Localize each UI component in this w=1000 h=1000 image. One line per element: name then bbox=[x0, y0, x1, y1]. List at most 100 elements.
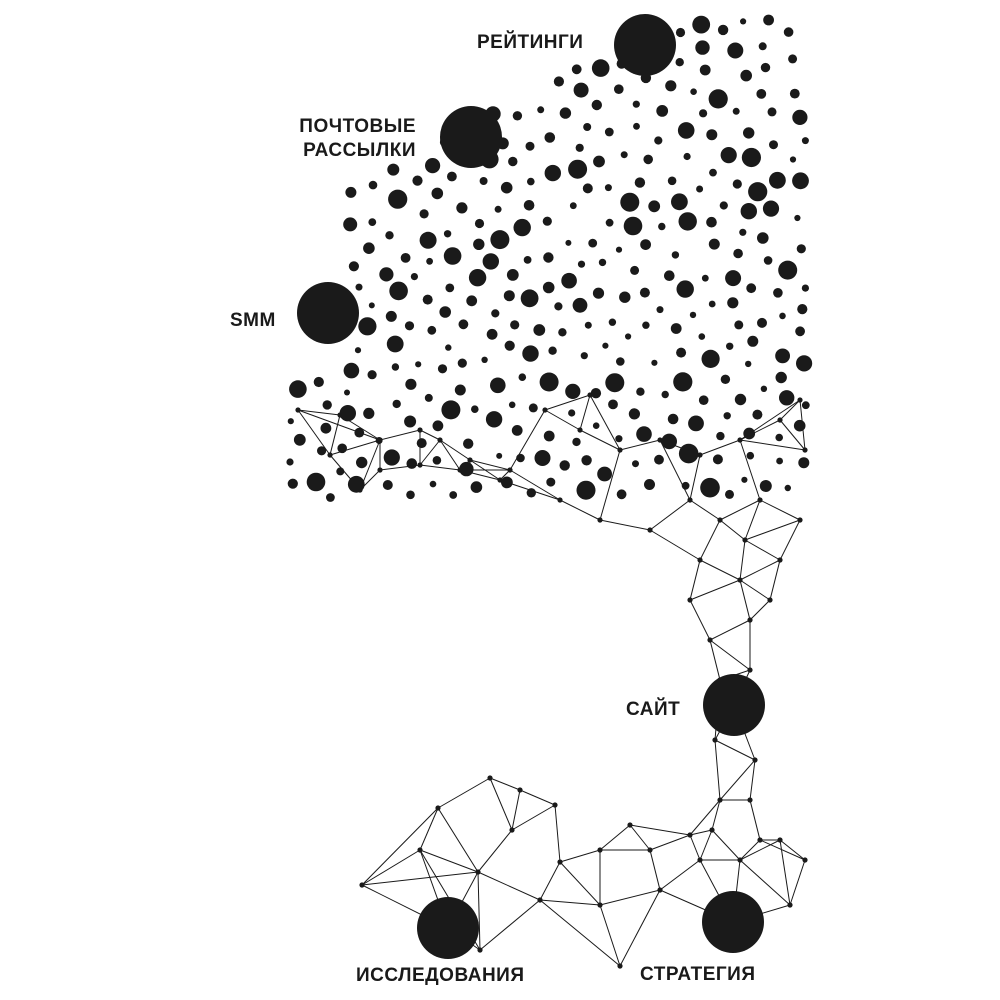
canopy-dot bbox=[697, 452, 703, 458]
canopy-dot bbox=[490, 377, 506, 394]
canopy-dot bbox=[466, 295, 478, 307]
canopy-dot bbox=[796, 355, 813, 372]
canopy-dot bbox=[501, 476, 513, 489]
canopy-dot bbox=[286, 458, 294, 466]
canopy-dot bbox=[683, 152, 691, 161]
network-edge bbox=[711, 829, 741, 861]
canopy-dot bbox=[763, 256, 773, 265]
canopy-dot bbox=[482, 253, 499, 270]
canopy-dot bbox=[358, 317, 377, 336]
canopy-dot bbox=[322, 400, 332, 410]
canopy-dot bbox=[389, 281, 408, 301]
strategy-label: СТРАТЕГИЯ bbox=[640, 964, 756, 985]
canopy-dot bbox=[743, 127, 755, 139]
canopy-dot bbox=[367, 370, 377, 380]
canopy-dot bbox=[709, 827, 715, 833]
canopy-dot bbox=[661, 433, 677, 450]
network-edge bbox=[544, 409, 581, 431]
network-edge bbox=[439, 439, 471, 461]
canopy-dot bbox=[797, 397, 803, 403]
network-edge bbox=[689, 799, 721, 836]
canopy-dot bbox=[516, 453, 525, 463]
canopy-dot bbox=[740, 203, 757, 220]
canopy-dot bbox=[783, 27, 794, 37]
canopy-dot bbox=[633, 122, 640, 130]
canopy-dot bbox=[757, 497, 763, 503]
mailings-node bbox=[440, 106, 502, 168]
canopy-dot bbox=[356, 456, 368, 469]
network-edge bbox=[769, 559, 781, 601]
canopy-dot bbox=[695, 40, 710, 55]
network-edge bbox=[629, 824, 651, 851]
network-edge bbox=[739, 839, 761, 861]
network-edge bbox=[509, 469, 561, 501]
canopy-dot bbox=[634, 177, 646, 188]
network-edge bbox=[479, 899, 541, 951]
network-edge bbox=[419, 849, 479, 873]
canopy-dot bbox=[580, 352, 588, 360]
canopy-dot bbox=[571, 64, 582, 75]
canopy-dot bbox=[417, 847, 423, 853]
canopy-dot bbox=[517, 787, 523, 793]
canopy-dot bbox=[699, 64, 711, 76]
canopy-dot bbox=[339, 405, 356, 422]
canopy-dot bbox=[630, 265, 640, 275]
canopy-dot bbox=[386, 335, 404, 353]
network-edge bbox=[379, 429, 421, 441]
canopy-dot bbox=[775, 371, 787, 384]
canopy-dot bbox=[526, 488, 536, 498]
canopy-dot bbox=[557, 859, 563, 865]
canopy-dot bbox=[614, 84, 624, 94]
network-edge bbox=[579, 394, 591, 431]
canopy-dot bbox=[558, 328, 567, 337]
canopy-dot bbox=[732, 179, 742, 189]
canopy-dot bbox=[468, 269, 487, 287]
canopy-dot bbox=[632, 460, 639, 468]
network-edge bbox=[361, 807, 439, 886]
canopy-dot bbox=[512, 111, 523, 121]
canopy-dot bbox=[437, 437, 443, 443]
canopy-dot bbox=[542, 407, 548, 413]
network-edge bbox=[739, 839, 781, 861]
smm-node bbox=[297, 282, 359, 344]
canopy-dot bbox=[481, 356, 488, 363]
canopy-dot bbox=[503, 290, 515, 302]
network-edge bbox=[649, 849, 661, 891]
canopy-dot bbox=[801, 401, 810, 410]
network-edge bbox=[619, 439, 661, 451]
canopy-dot bbox=[763, 14, 774, 26]
network-edge bbox=[489, 777, 513, 831]
canopy-dot bbox=[608, 399, 618, 410]
network-edge bbox=[439, 439, 461, 471]
canopy-dot bbox=[391, 363, 400, 371]
ratings-label: РЕЙТИНГИ bbox=[477, 32, 584, 53]
canopy-dot bbox=[605, 218, 614, 227]
canopy-dot bbox=[561, 272, 577, 289]
canopy-dot bbox=[604, 184, 612, 192]
canopy-dot bbox=[617, 963, 623, 969]
canopy-dot bbox=[604, 127, 614, 137]
network-edge bbox=[511, 789, 521, 831]
canopy-dot bbox=[406, 490, 415, 500]
canopy-dot bbox=[382, 480, 393, 490]
canopy-dot bbox=[479, 177, 488, 185]
network-edge bbox=[419, 429, 441, 441]
network-edge bbox=[599, 519, 651, 531]
canopy-dot bbox=[506, 269, 519, 281]
network-edge bbox=[759, 499, 801, 521]
network-edge bbox=[719, 499, 761, 521]
canopy-dot bbox=[720, 374, 731, 384]
canopy-dot bbox=[474, 218, 485, 229]
network-edge bbox=[689, 499, 721, 521]
canopy-dot bbox=[449, 491, 458, 499]
canopy-dot bbox=[513, 218, 531, 237]
canopy-dot bbox=[617, 447, 623, 453]
network-edge bbox=[329, 439, 381, 456]
canopy-dot bbox=[306, 472, 326, 492]
canopy-dot bbox=[509, 827, 515, 833]
canopy-dot bbox=[687, 597, 693, 603]
canopy-dot bbox=[511, 425, 523, 436]
canopy-dot bbox=[647, 527, 653, 533]
canopy-dot bbox=[627, 822, 633, 828]
canopy-dot bbox=[675, 58, 684, 67]
